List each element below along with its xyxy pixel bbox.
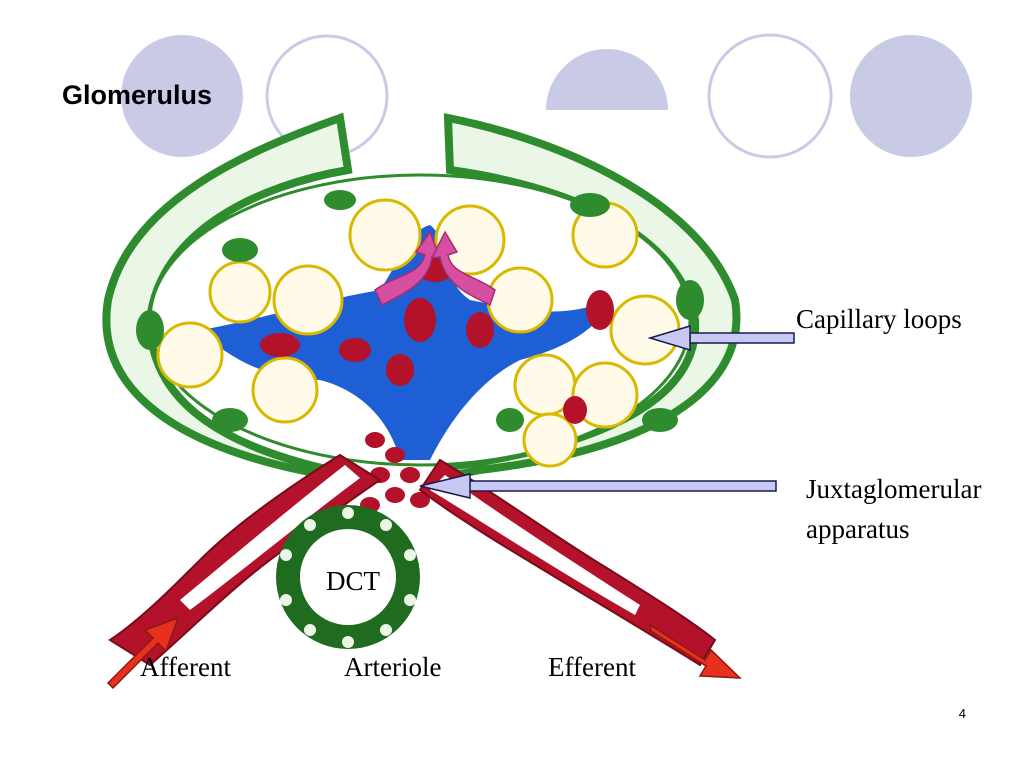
- dct-cells: [280, 507, 416, 648]
- pink-arrow-right: [430, 230, 496, 307]
- capillary-network: [200, 225, 610, 460]
- loop: [434, 204, 506, 276]
- loop: [156, 321, 224, 389]
- dct-lumen: [300, 529, 396, 625]
- loop: [486, 266, 554, 334]
- pointer-shaft: [689, 332, 795, 344]
- label-juxtaglomerular-line1: Juxtaglomerular: [806, 474, 982, 504]
- efferent-lumen: [430, 475, 640, 615]
- decor-circle-half: [546, 49, 668, 110]
- pointer-head: [419, 473, 471, 499]
- loop: [609, 294, 681, 366]
- loop: [571, 361, 639, 429]
- pink-arrow-left: [374, 230, 442, 307]
- afferent-flow-arrow: [106, 616, 180, 690]
- loop: [272, 264, 344, 336]
- label-capillary-loops: Capillary loops: [796, 304, 962, 334]
- loop: [522, 412, 578, 468]
- efferent-flow-arrow: [648, 623, 742, 679]
- label-efferent: Efferent: [548, 652, 636, 682]
- page-number: 4: [958, 706, 966, 721]
- label-arteriole: Arteriole: [344, 652, 442, 682]
- decor-circle-outline-2: [707, 33, 833, 159]
- pointer-head: [647, 324, 691, 352]
- decorative-circles: [121, 33, 972, 159]
- loop: [251, 356, 319, 424]
- pointer-juxtaglomerular: [419, 473, 777, 499]
- pointer-capillary-loops: [647, 324, 795, 352]
- decor-circle-filled-2: [850, 35, 972, 157]
- label-dct: DCT: [326, 566, 380, 596]
- pointer-shaft: [467, 480, 777, 492]
- podocytes: [136, 190, 704, 432]
- decor-circle-filled-1: [121, 35, 243, 157]
- afferent-lumen: [180, 465, 360, 610]
- filtration-arrows: [374, 230, 496, 307]
- label-juxtaglomerular-line2: apparatus: [806, 514, 910, 544]
- slide-title: Glomerulus: [62, 80, 213, 110]
- loop: [348, 198, 422, 272]
- loop: [208, 260, 272, 324]
- label-afferent: Afferent: [140, 652, 231, 682]
